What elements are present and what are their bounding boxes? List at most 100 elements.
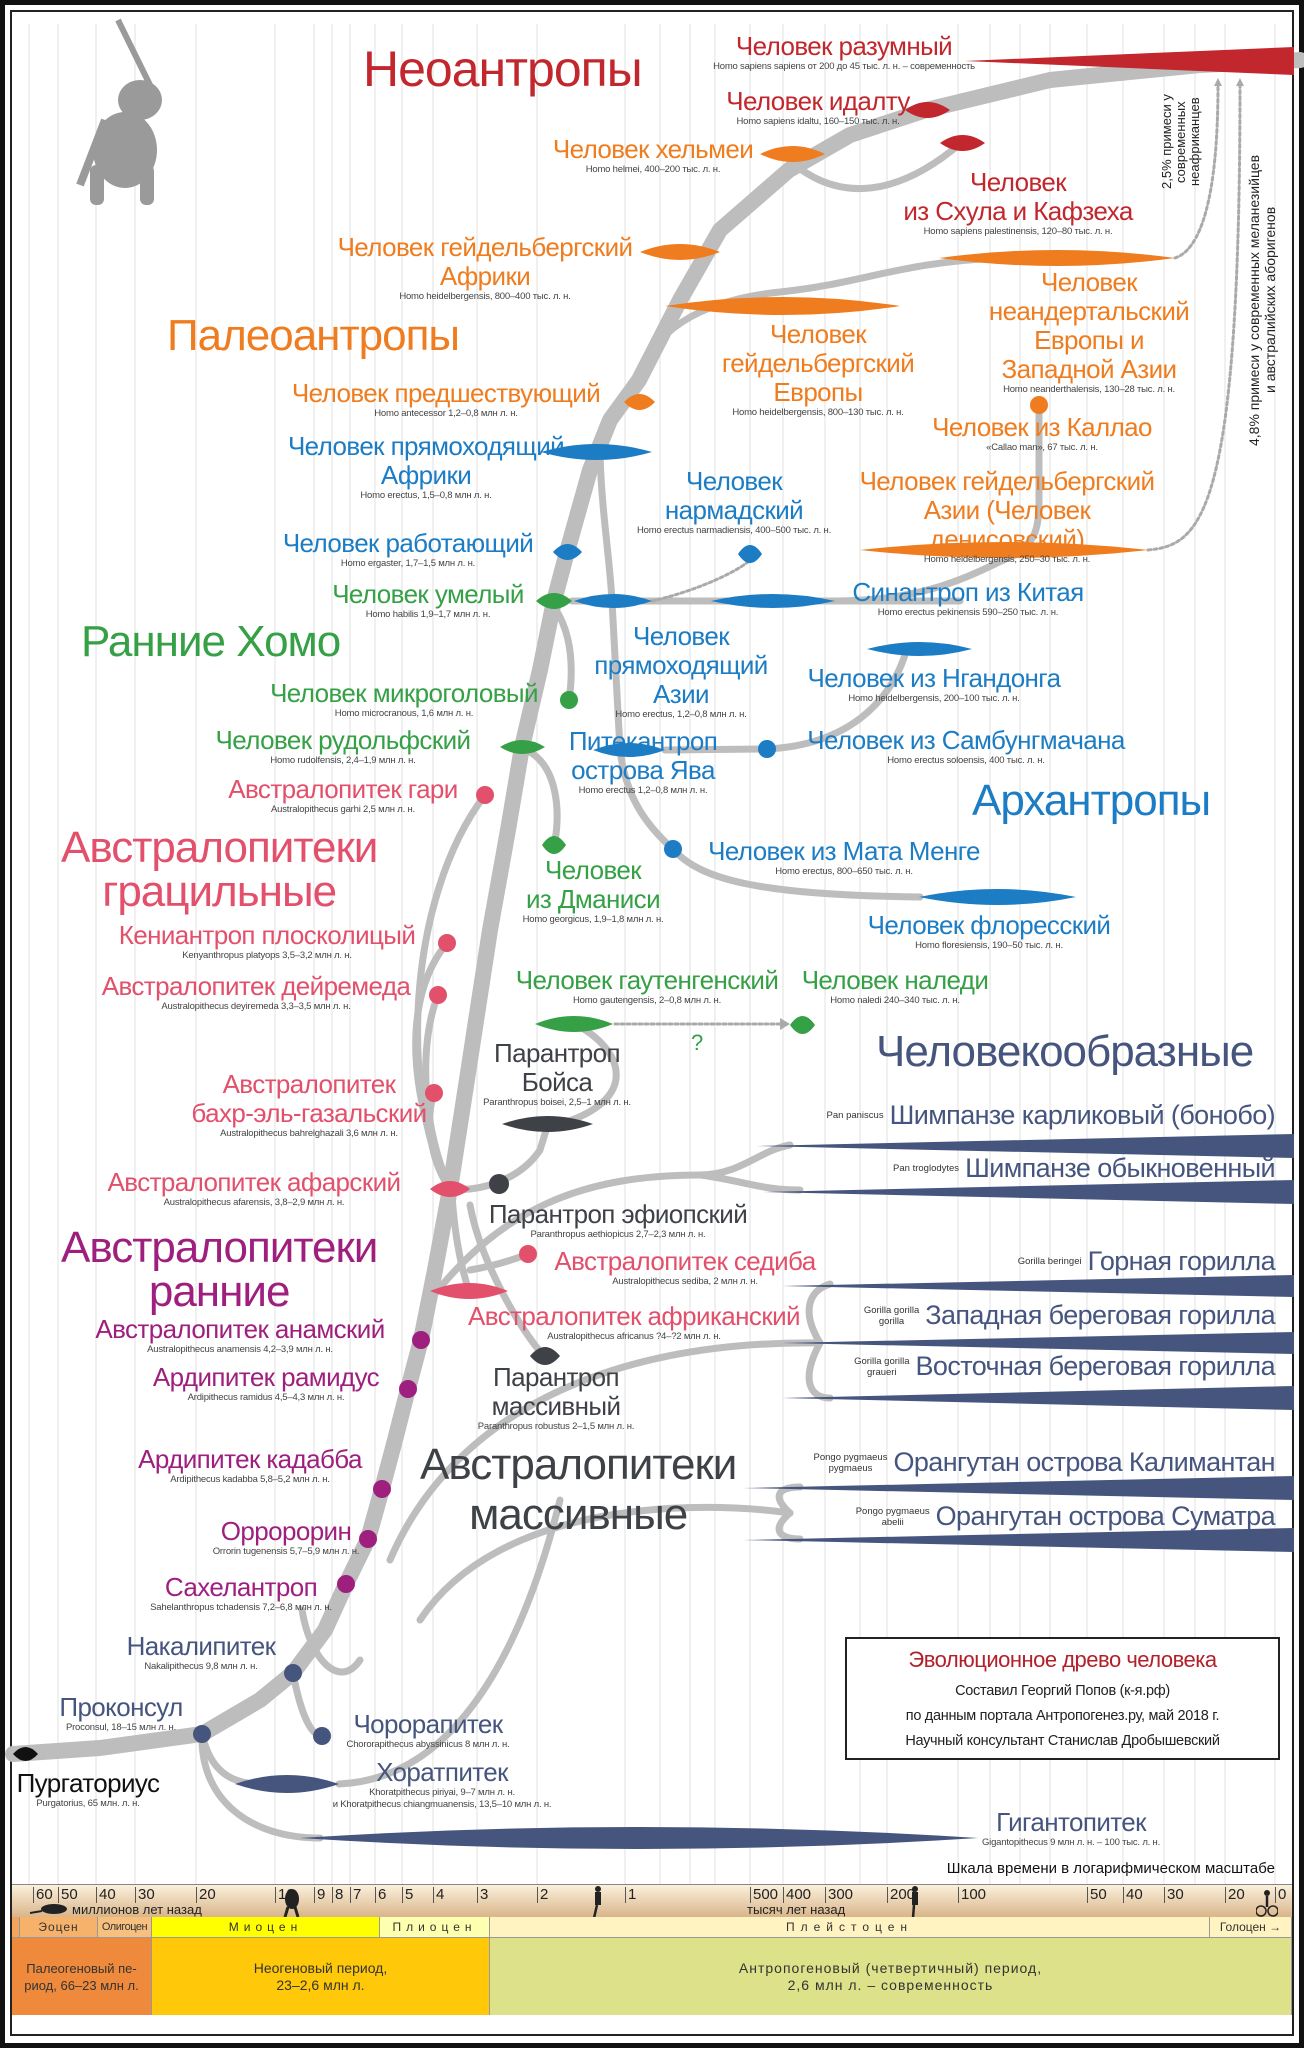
sediba-node (519, 1245, 537, 1263)
arrow-up-icon (1214, 78, 1222, 86)
species-name: Человек умелый (332, 579, 524, 609)
tree-branch (448, 1191, 473, 1295)
species-name: Человек гаутенгенский (515, 965, 779, 995)
bornean-orangutan-wedge (743, 1476, 1294, 1500)
species-latin-name: Homo sapiens idaltu, 160–150 тыс. л. н. (736, 116, 900, 127)
ape-common-name: Шимпанзе карликовый (бонобо) (889, 1100, 1276, 1130)
chimpanzee-wedge (763, 1180, 1294, 1204)
species-latin-name: Homo erectus, 1,5–0,8 млн л. н. (360, 490, 492, 501)
ape-latin-name: Pan troglodytes (893, 1163, 960, 1174)
species-name: Человек из Схула и Кафзеха (903, 167, 1133, 226)
species-name: Сахелантроп (164, 1572, 318, 1602)
species-label-callao: Человек из Каллао«Callao man», 67 тыс. л… (932, 413, 1152, 454)
tree-branch (335, 1496, 564, 1788)
unit-thousands-label: тысяч лет назад (747, 1902, 846, 1917)
time-tick-label: 2 (537, 1887, 548, 1903)
aethiopicus-node (489, 1174, 509, 1194)
helmei-node (760, 146, 825, 162)
group-title-paleoanthropes: Палеоантропы (167, 311, 460, 360)
species-latin-name: Homo erectus pekinensis 590–250 тыс. л. … (877, 607, 1059, 618)
pithecanthropus-node (593, 743, 665, 757)
species-name: Гигантопитек (996, 1807, 1146, 1837)
species-latin-name: Homo georgicus, 1,9–1,8 млн л. н. (522, 914, 664, 925)
africanus-node (430, 1283, 508, 1299)
species-latin-name: Proconsul, 18–15 млн л. н. (65, 1722, 177, 1733)
species-latin-name: Homo heidelbergensis, 200–100 тыс. л. н. (848, 693, 1020, 704)
group-title-apes: Человекообразные (876, 1027, 1254, 1076)
species-latin-name: Paranthropus boisei, 2,5–1 млн л. н. (483, 1097, 631, 1108)
species-name: Человек работающий (282, 528, 534, 558)
species-name: Парантроп массивный (491, 1362, 621, 1421)
species-name: Австралопитек седиба (554, 1246, 816, 1276)
boisei-node (502, 1116, 593, 1132)
bonobo-wedge (756, 1134, 1294, 1158)
floresiensis-node (919, 889, 1076, 905)
ape-latin-name: Gorilla gorilla graueri (854, 1355, 910, 1378)
species-name: Накалипитек (126, 1631, 276, 1661)
species-latin-name: Homo microcranous, 1,6 млн л. н. (334, 708, 474, 719)
tree-branch (596, 441, 924, 901)
gigantopithecus-node (300, 1827, 978, 1849)
species-latin-name: Homo heidelbergensis, 800–130 тыс. л. н. (732, 407, 904, 418)
epoch-pliocene: Плиоцен (380, 1917, 490, 1937)
species-name: Парантроп эфиопский (488, 1199, 748, 1229)
species-latin-name: Homo erectus 1,2–0,8 млн л. н. (578, 785, 708, 796)
gautengensis-node (535, 1016, 613, 1032)
period-neogene: Неогеновый период, 23–2,6 млн л. (152, 1937, 490, 2015)
antecessor-node (624, 394, 655, 410)
ape-latin-name: Pan paniscus (826, 1110, 884, 1121)
ramidus-node (399, 1380, 417, 1398)
tree-branch (289, 1669, 326, 1740)
species-latin-name: Australopithecus garhi 2,5 млн л. н. (271, 804, 415, 815)
sinanthropus-node (711, 594, 835, 608)
narmada-dotted-line (650, 558, 752, 603)
naledi-question-mark: ? (691, 1030, 704, 1055)
ergaster-node (553, 544, 582, 560)
species-latin-name: Purgatorius, 65 млн. л. н. (36, 1798, 140, 1809)
species-name: Человек хельмеи (552, 134, 754, 164)
tree-branch (416, 1503, 794, 1624)
species-name: Парантроп Бойса (494, 1038, 621, 1097)
group-title-robust-australopithecines: Австралопитеки массивные (420, 1440, 737, 1539)
deyiremeda-node (429, 986, 447, 1004)
time-tick-label: 1 (625, 1887, 636, 1903)
time-tick-label: 20 (196, 1887, 216, 1903)
group-title-neoanthropes: Неоантропы (363, 41, 643, 97)
tree-branch (696, 1171, 804, 1194)
species-latin-name: Homo sapiens sapiens от 200 до 45 тыс. л… (713, 61, 975, 72)
heid-africa-node (640, 244, 720, 260)
credits-author: Составил Георгий Попов (к-я.рф) (955, 1683, 1170, 1699)
species-latin-name: Homo neanderthalensis, 130–28 тыс. л. н. (1003, 384, 1175, 395)
time-tick-label: 100 (958, 1887, 986, 1903)
anamensis-node (412, 1331, 430, 1349)
period-paleogene: Палеогеновый пе- риод, 66–23 млн л. (12, 1937, 152, 2015)
khoratpithecus-node (235, 1775, 339, 1793)
purgatorius-node (13, 1747, 38, 1761)
heid-europe-node (665, 297, 900, 315)
ape-common-name: Орангутан острова Суматра (935, 1501, 1276, 1531)
bahrelghazali-node (425, 1084, 443, 1102)
species-latin-name: Ardipithecus kadabba 5,8–5,2 млн л. н. (170, 1474, 330, 1485)
epoch-eocene: Эоцен (20, 1917, 98, 1937)
ape-common-name: Горная горилла (1087, 1246, 1276, 1276)
human-with-stick-icon (911, 1886, 918, 1918)
narmada-node (738, 545, 762, 563)
cyclist-icon (1256, 1890, 1278, 1917)
species-latin-name: Homo habilis 1,9–1,7 млн л. н. (365, 609, 491, 620)
